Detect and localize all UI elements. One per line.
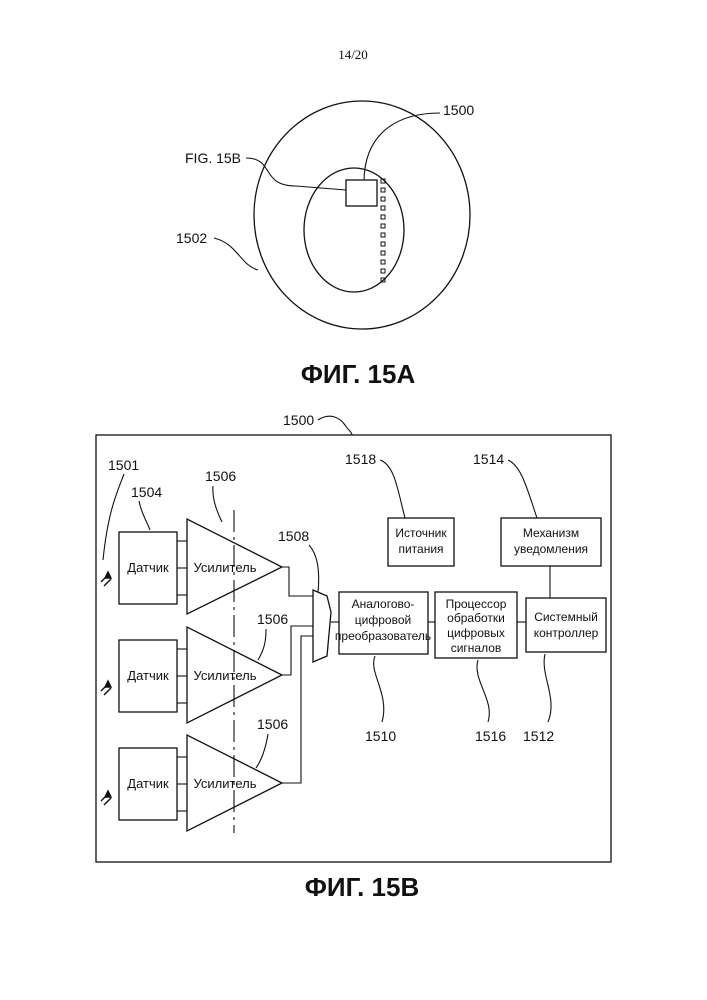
light-arrow-icon-1: [101, 572, 111, 586]
ref-1518: 1518: [345, 451, 376, 467]
dsp-line-2: обработки: [447, 611, 505, 625]
power-line-1: Источник: [395, 526, 447, 540]
figure-15a: 1500 FIG. 15B 1502 ФИГ. 15А: [176, 101, 474, 389]
light-arrow-icon-2: [101, 681, 111, 695]
amplifier-label-2: Усилитель: [194, 668, 257, 683]
leader-1506-b: [258, 629, 266, 660]
adc-line-1: Аналогово-: [352, 597, 415, 611]
leader-1506-a: [213, 486, 222, 522]
leader-1518: [380, 460, 405, 518]
adc-line-3: преобразователь: [335, 629, 431, 643]
ref-1506-b: 1506: [257, 611, 288, 627]
fig15b-ref-label: FIG. 15B: [185, 150, 241, 166]
dsp-line-3: цифровых: [447, 626, 505, 640]
chip-1500-small: [346, 180, 377, 206]
ref-1514: 1514: [473, 451, 504, 467]
leader-1516: [477, 660, 489, 722]
ref-1502: 1502: [176, 230, 207, 246]
leader-1504: [139, 501, 150, 530]
leader-1500-b: [318, 416, 352, 435]
ref-1516: 1516: [475, 728, 506, 744]
ref-1504: 1504: [131, 484, 162, 500]
ref-1506-a: 1506: [205, 468, 236, 484]
leader-1508: [309, 545, 319, 592]
amplifier-label-1: Усилитель: [194, 560, 257, 575]
dsp-line-1: Процессор: [446, 597, 507, 611]
notify-line-2: уведомления: [514, 542, 588, 556]
ref-1500-a: 1500: [443, 102, 474, 118]
multiplexer-1508: [313, 590, 331, 662]
ref-1510: 1510: [365, 728, 396, 744]
controller-line-1: Системный: [534, 610, 598, 624]
light-arrow-icon-3: [101, 791, 111, 805]
leader-1510: [374, 656, 384, 722]
ref-1501: 1501: [108, 457, 139, 473]
dsp-line-4: сигналов: [451, 641, 502, 655]
caption-fig-15a: ФИГ. 15А: [301, 359, 416, 389]
power-line-2: питания: [398, 542, 443, 556]
ref-1506-c: 1506: [257, 716, 288, 732]
amplifier-label-3: Усилитель: [194, 776, 257, 791]
leader-1506-c: [256, 734, 268, 768]
sensor-amp-wires: [177, 541, 187, 811]
leader-1500-a: [364, 113, 440, 180]
sensor-label-3: Датчик: [127, 776, 169, 791]
controller-line-2: контроллер: [534, 626, 599, 640]
page-number: 14/20: [338, 47, 368, 62]
ref-1508: 1508: [278, 528, 309, 544]
sensor-label-1: Датчик: [127, 560, 169, 575]
adc-line-2: цифровой: [355, 613, 411, 627]
caption-fig-15b: ФИГ. 15В: [305, 872, 420, 902]
ref-1512: 1512: [523, 728, 554, 744]
controller-box-1512: [526, 598, 606, 652]
figure-15b: 1500 1501 1504 Датчик Датчик Датчик: [96, 412, 611, 902]
leader-1502: [214, 238, 258, 270]
dotted-sensor-line: [381, 179, 385, 282]
ref-1500-b: 1500: [283, 412, 314, 428]
sensor-label-2: Датчик: [127, 668, 169, 683]
lens-inner-circle: [304, 168, 404, 292]
leader-1514: [508, 460, 537, 518]
notify-line-1: Механизм: [523, 526, 579, 540]
lens-outer-ring: [254, 101, 470, 329]
amp-to-mux-wires: [282, 567, 313, 783]
leader-1512: [544, 654, 551, 722]
